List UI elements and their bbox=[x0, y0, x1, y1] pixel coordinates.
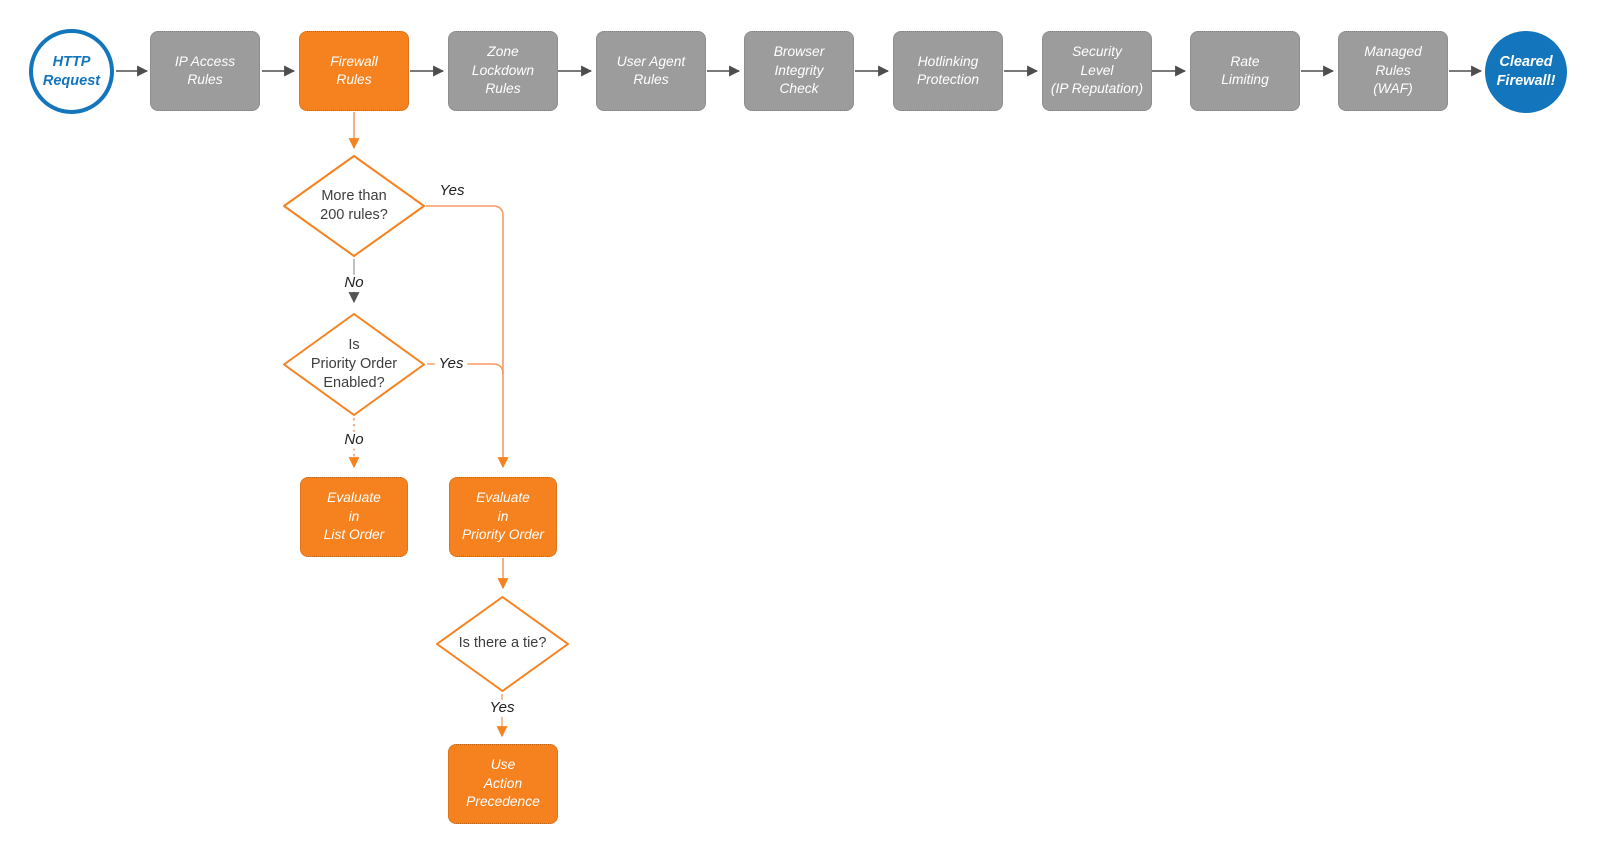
action-use-action-precedence: Use Action Precedence bbox=[448, 744, 558, 824]
action-evaluate-priority-order: Evaluate in Priority Order bbox=[449, 477, 557, 557]
decision-label: Is Priority Order Enabled? bbox=[310, 336, 398, 392]
edge-label-yes-priority-order: Yes bbox=[434, 355, 468, 373]
step-label: User Agent Rules bbox=[616, 53, 686, 87]
step-label: Firewall Rules bbox=[330, 53, 378, 87]
decision-label: Is there a tie? bbox=[458, 635, 547, 652]
arrow-yes-join-from-priority-decision bbox=[427, 363, 504, 375]
step-managed-rules-waf: Managed Rules (WAF) bbox=[1338, 31, 1448, 111]
action-label: Evaluate in Priority Order bbox=[461, 490, 545, 543]
step-user-agent-rules: User Agent Rules bbox=[596, 31, 706, 111]
diamond-shape bbox=[283, 313, 425, 416]
start-node-http-request: HTTP Request bbox=[29, 29, 114, 114]
action-label: Use Action Precedence bbox=[466, 757, 540, 810]
edge-label-no-rule-count: No bbox=[340, 274, 368, 292]
step-label: Managed Rules (WAF) bbox=[1364, 44, 1422, 97]
action-label: Evaluate in List Order bbox=[323, 490, 385, 543]
diamond-shape bbox=[283, 155, 425, 257]
step-label: Security Level (IP Reputation) bbox=[1050, 44, 1144, 97]
step-label: Zone Lockdown Rules bbox=[471, 44, 535, 97]
step-label: Browser Integrity Check bbox=[773, 44, 825, 97]
step-zone-lockdown-rules: Zone Lockdown Rules bbox=[448, 31, 558, 111]
step-ip-access-rules: IP Access Rules bbox=[150, 31, 260, 111]
step-label: Rate Limiting bbox=[1221, 53, 1269, 87]
decision-more-than-200-rules: More than 200 rules? bbox=[282, 154, 426, 258]
diamond-shape bbox=[436, 596, 569, 692]
step-firewall-rules: Firewall Rules bbox=[299, 31, 409, 111]
step-label: IP Access Rules bbox=[174, 53, 236, 87]
decision-priority-order-enabled: Is Priority Order Enabled? bbox=[282, 312, 426, 417]
edge-label-yes-rule-count: Yes bbox=[435, 182, 469, 200]
edge-label-no-priority-order: No bbox=[340, 431, 368, 449]
step-browser-integrity-check: Browser Integrity Check bbox=[744, 31, 854, 111]
step-label: Hotlinking Protection bbox=[916, 53, 980, 87]
decision-is-there-a-tie: Is there a tie? bbox=[435, 595, 570, 693]
start-node-label: HTTP Request bbox=[42, 53, 101, 89]
end-node-label: Cleared Firewall! bbox=[1496, 54, 1556, 89]
end-node-cleared-firewall: Cleared Firewall! bbox=[1485, 31, 1567, 113]
step-hotlinking-protection: Hotlinking Protection bbox=[893, 31, 1003, 111]
edge-label-yes-tie: Yes bbox=[485, 699, 519, 717]
step-rate-limiting: Rate Limiting bbox=[1190, 31, 1300, 111]
action-evaluate-list-order: Evaluate in List Order bbox=[300, 477, 408, 557]
step-security-level-ip-reputation: Security Level (IP Reputation) bbox=[1042, 31, 1152, 111]
arrow-yes-to-priority-order-box bbox=[426, 205, 509, 469]
decision-label: More than 200 rules? bbox=[320, 187, 388, 223]
